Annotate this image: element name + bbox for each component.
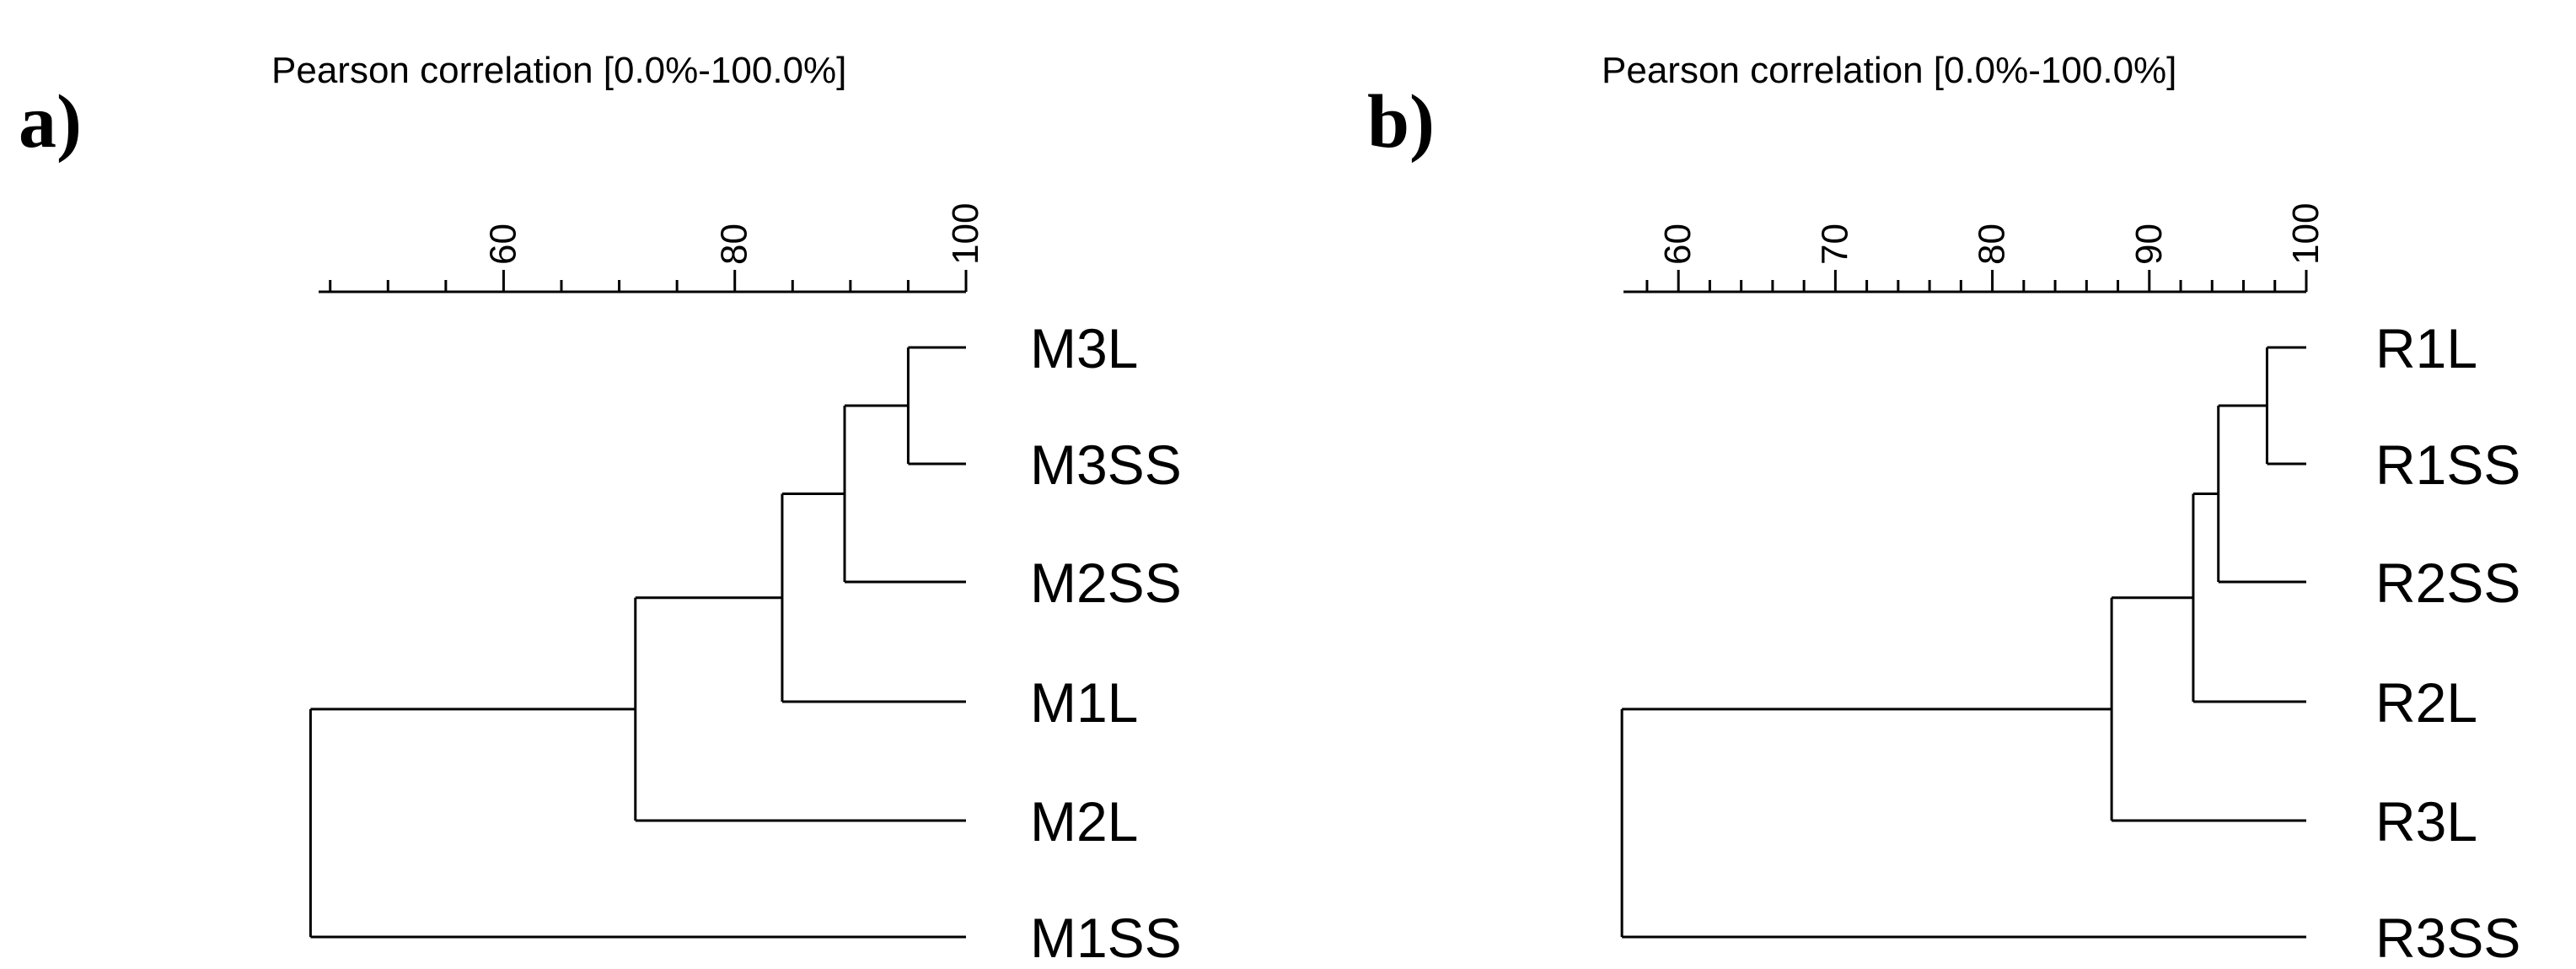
tick-label-80: 80: [714, 223, 755, 265]
tick-label-60: 60: [482, 223, 523, 265]
tick-label-90: 90: [2128, 223, 2170, 265]
panel-b-subtitle: Pearson correlation [0.0%-100.0%]: [1602, 50, 2176, 91]
leaf-label-m3l: M3L: [1030, 317, 1138, 380]
leaf-label-r3l: R3L: [2375, 790, 2477, 853]
leaf-label-r2ss: R2SS: [2375, 552, 2520, 614]
panel-b-tree: [1620, 346, 2306, 939]
panel-a-leaf-labels: M3L M3SS M2SS M1L M2L M1SS: [1030, 317, 1182, 969]
leaf-label-r1ss: R1SS: [2375, 433, 2520, 496]
panel-letter-a: a): [19, 80, 82, 164]
tick-label-60: 60: [1657, 223, 1699, 265]
leaf-label-m2ss: M2SS: [1030, 552, 1182, 614]
tick-label-80: 80: [1972, 223, 2013, 265]
leaf-label-r1l: R1L: [2375, 317, 2477, 380]
leaf-label-m1l: M1L: [1030, 671, 1138, 734]
dendrogram-panel-b: b) Pearson correlation [0.0%-100.0%] 60 7…: [1367, 50, 2520, 969]
leaf-label-m2l: M2L: [1030, 790, 1138, 853]
panel-a-similarity-axis: 60 80 100: [319, 203, 986, 293]
tick-label-100: 100: [945, 203, 986, 265]
dendrogram-panel-a: a) Pearson correlation [0.0%-100.0%] 60 8…: [19, 50, 1182, 969]
leaf-label-r2l: R2L: [2375, 671, 2477, 734]
panel-b-similarity-axis: 60 70 80 90 100: [1623, 203, 2326, 293]
panel-letter-b: b): [1367, 80, 1435, 164]
panel-b-leaf-labels: R1L R1SS R2SS R2L R3L R3SS: [2375, 317, 2520, 969]
tick-label-100: 100: [2285, 203, 2326, 265]
panel-a-tree: [309, 346, 966, 939]
leaf-label-m1ss: M1SS: [1030, 907, 1182, 969]
leaf-label-r3ss: R3SS: [2375, 907, 2520, 969]
leaf-label-m3ss: M3SS: [1030, 433, 1182, 496]
panel-a-subtitle: Pearson correlation [0.0%-100.0%]: [271, 50, 846, 91]
tick-label-70: 70: [1814, 223, 1855, 265]
